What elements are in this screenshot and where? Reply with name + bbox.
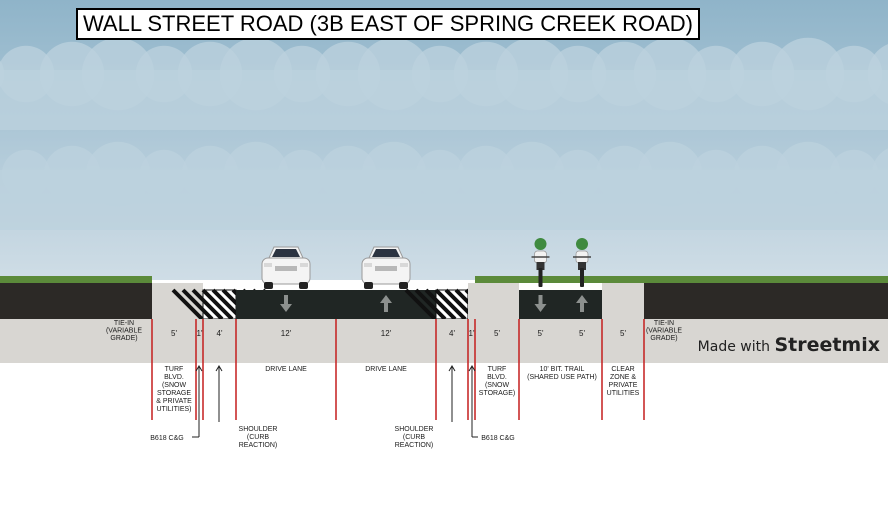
segment-description: DRIVE LANE [365,366,407,373]
segment-width-label: 1' [197,329,203,338]
segment-description: & PRIVATE [156,398,192,405]
bike-wheel [539,268,543,287]
grass-right [475,276,888,283]
car-wheel-right [299,282,308,289]
boulevard-surface [602,283,644,319]
watermark-prefix: Made with [698,339,775,355]
arrow-shaft [539,295,543,305]
callout-shoulder-right: REACTION) [395,442,434,449]
car-light-right [300,263,308,267]
segment-description: STORAGE [157,390,191,397]
segment-description: TURF [165,366,184,373]
callout-b618-right: B618 C&G [481,435,514,442]
diagram-title: WALL STREET ROAD (3B EAST OF SPRING CREE… [76,8,700,40]
segment-width-label: 5' [171,329,177,338]
segment-width-label: 4' [449,329,455,338]
cloud-band-1 [0,38,888,130]
arrow-shaft [384,302,388,312]
cloud-body [0,70,888,130]
arrow-shaft [284,295,288,305]
arrow-shaft [580,302,584,312]
segment-description: BLVD. [487,374,507,381]
grass-left [0,276,152,283]
segment-description: CLEAR [611,366,634,373]
trail-description: 10' BIT. TRAIL [540,366,585,373]
segment-description: TURF [488,366,507,373]
callout-shoulder-left: REACTION) [239,442,278,449]
callout-shoulder-left: (CURB [247,434,269,441]
tie-in-soil [644,283,888,319]
segment-description: UTILITIES) [156,406,191,413]
bike-wheel [580,268,584,287]
tie-in-left-label: TIE-IN [114,320,134,327]
car-windshield [272,249,300,257]
cloud-body [0,170,888,230]
watermark-brand: Streetmix [774,334,880,356]
boulevard-surface [152,283,196,319]
callout-shoulder-left: SHOULDER [239,426,278,433]
cyclist-helmet [576,238,588,250]
segment-width-label: 1' [469,329,475,338]
tie-in-left-label: GRADE) [110,335,137,342]
segment-width-label: 12' [381,329,392,338]
cloud-band-2 [0,142,888,230]
callout-arrow-icon [469,366,475,437]
streetmix-watermark: Made with Streetmix [698,334,880,356]
boulevard-surface [468,283,475,319]
car-wheel-right [399,282,408,289]
callout-shoulder-right: SHOULDER [395,426,434,433]
tie-in-soil [0,283,152,319]
segment-description: DRIVE LANE [265,366,307,373]
segment-description: (SNOW [485,382,510,389]
segment-description: (SNOW [162,382,187,389]
callout-arrow-icon [196,366,202,437]
callout-arrow-icon [449,366,455,422]
segment-description: PRIVATE [609,382,638,389]
segment-description: BLVD. [164,374,184,381]
sky-background [0,0,888,280]
car-wheel-left [364,282,373,289]
tie-in-right-label: TIE-IN [654,320,674,327]
segment-width-label: 12' [281,329,292,338]
car-grille [375,266,397,271]
car-windshield [372,249,400,257]
segment-width-label: 4' [217,329,223,338]
segment-description: ZONE & [610,374,636,381]
car-grille [275,266,297,271]
segment-width-label: 5' [494,329,500,338]
boulevard-surface [475,283,519,319]
tie-in-left-label: (VARIABLE [106,328,142,335]
cyclist-helmet [535,238,547,250]
segment-width-label: 5' [538,329,544,338]
segment-description: STORAGE) [479,390,515,397]
segment-width-label: 5' [620,329,626,338]
car-light-right [400,263,408,267]
segment-width-label: 5' [579,329,585,338]
car-light-left [364,263,372,267]
callout-shoulder-right: (CURB [403,434,425,441]
callout-arrow-icon [216,366,222,422]
car-light-left [264,263,272,267]
callout-b618-left: B618 C&G [150,435,183,442]
tie-in-right-label: GRADE) [650,335,677,342]
tie-in-right-label: (VARIABLE [646,328,682,335]
segment-description: UTILITIES [607,390,640,397]
trail-description: (SHARED USE PATH) [527,374,597,381]
car-wheel-left [264,282,273,289]
